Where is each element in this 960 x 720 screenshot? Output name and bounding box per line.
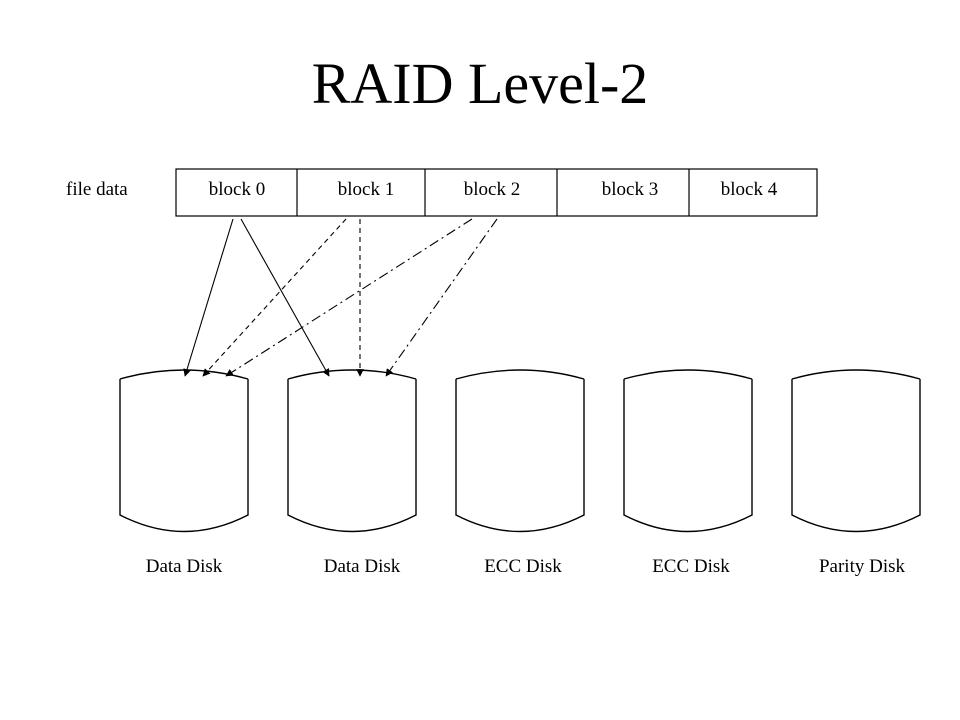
disk-body [287, 379, 417, 533]
disk-5 [791, 369, 921, 533]
disk-2 [287, 369, 417, 533]
block-strip-outline [175, 168, 818, 217]
block-3-label: block 3 [602, 179, 658, 200]
disk-5-label: Parity Disk [819, 556, 906, 577]
disk-1 [119, 369, 249, 533]
block-2-label: block 2 [464, 179, 520, 200]
arrow-block1-to-disk2 [240, 218, 330, 377]
disk-top [455, 369, 585, 380]
disk-2-label: Data Disk [324, 556, 401, 577]
block-to-disk-arrows [183, 218, 498, 377]
disk-top [119, 369, 249, 380]
disk-top [791, 369, 921, 380]
disk-3 [455, 369, 585, 533]
disk-4 [623, 369, 753, 533]
disk-4-label: ECC Disk [652, 556, 730, 577]
disk-3-label: ECC Disk [484, 556, 562, 577]
arrow-block4-to-disk1 [225, 218, 473, 377]
disk-body [791, 379, 921, 533]
file-data-label: file data [66, 179, 128, 200]
block-4-label: block 4 [721, 179, 778, 200]
file-block-strip: block 0 block 1 block 2 block 3 block 4 [175, 168, 818, 217]
page-title: RAID Level-2 [312, 51, 649, 116]
disk-body [119, 379, 249, 533]
arrow-block2-to-disk1 [202, 218, 347, 377]
arrow-block5-to-disk2 [385, 218, 498, 377]
disk-1-label: Data Disk [146, 556, 223, 577]
disk-body [455, 379, 585, 533]
disk-body [623, 379, 753, 533]
arrow-block0-to-disk1 [183, 218, 234, 377]
disk-top [623, 369, 753, 380]
disk-top [287, 369, 417, 380]
block-1-label: block 1 [338, 179, 394, 200]
block-0-label: block 0 [209, 179, 265, 200]
